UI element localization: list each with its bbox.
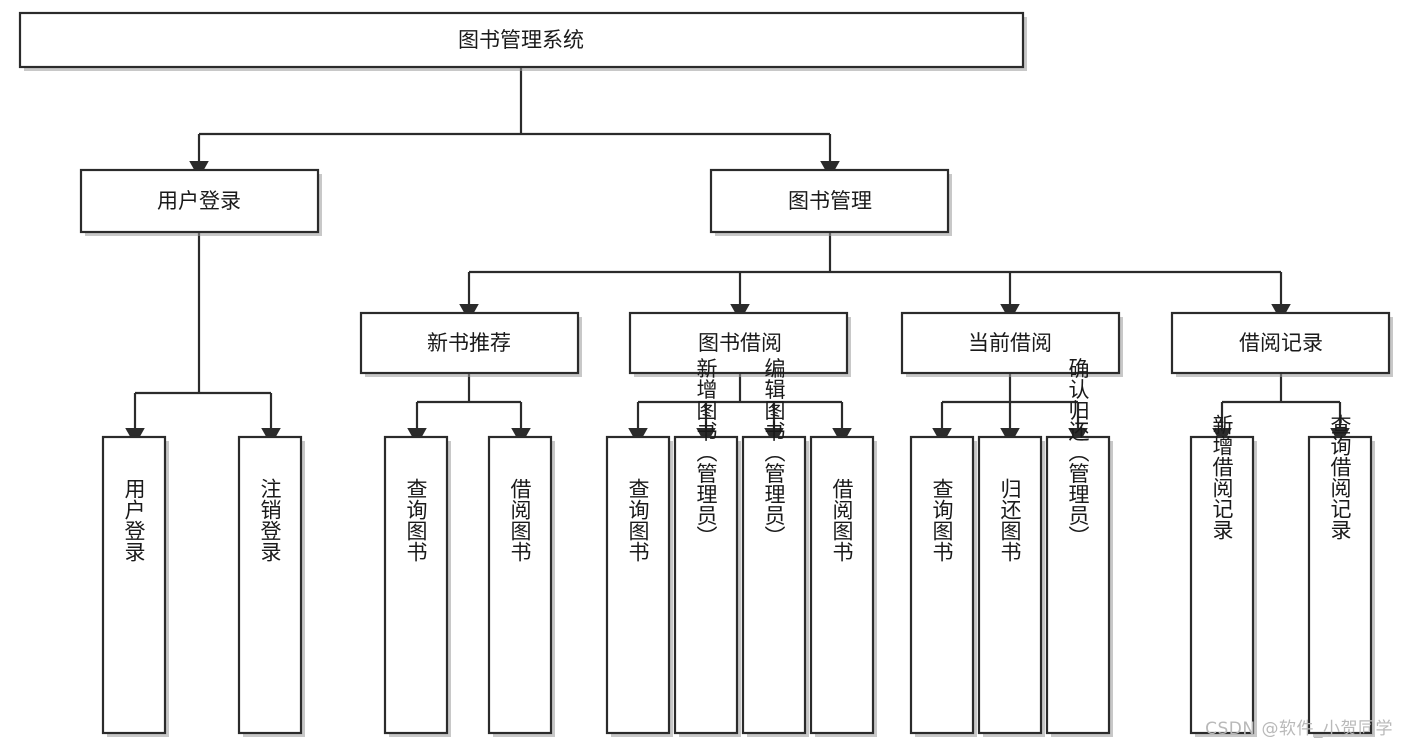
node-leaf-logout-login[interactable]: 注销登录	[237, 435, 305, 737]
node-current-borrow[interactable]: 当前借阅	[900, 311, 1123, 377]
node-leaf-edit-book-box	[741, 435, 807, 735]
node-leaf-edit-book[interactable]: 编辑图书（管理员）	[741, 358, 809, 738]
node-leaf-add-book-label: 新增图书（管理员）	[694, 358, 718, 547]
node-leaf-add-record-label: 新增借阅记录	[1210, 414, 1234, 540]
node-user-login-box	[79, 168, 320, 234]
node-leaf-confirm-return-box	[1045, 435, 1111, 735]
node-leaf-return-book-box	[977, 435, 1043, 735]
node-leaf-confirm-return[interactable]: 确认归还（管理员）	[1045, 358, 1113, 738]
node-book-manage-box	[709, 168, 950, 234]
node-borrow-record[interactable]: 借阅记录	[1170, 311, 1393, 377]
node-leaf-borrow-book-1[interactable]: 借阅图书	[487, 435, 555, 737]
node-leaf-query-record[interactable]: 查询借阅记录	[1307, 414, 1375, 737]
node-leaf-query-record-label: 查询借阅记录	[1328, 414, 1352, 540]
node-leaf-user-login[interactable]: 用户登录	[101, 435, 169, 737]
node-leaf-borrow-book-1-box	[487, 435, 553, 735]
node-current-borrow-label: 当前借阅	[968, 331, 1052, 355]
node-leaf-query-book-3-label: 查询图书	[930, 478, 954, 562]
node-leaf-query-book-1-box	[383, 435, 449, 735]
node-leaf-logout-login-label: 注销登录	[258, 478, 282, 562]
node-leaf-borrow-book-2-label: 借阅图书	[830, 478, 854, 562]
node-leaf-confirm-return-label: 确认归还（管理员）	[1066, 358, 1090, 547]
node-leaf-query-book-1[interactable]: 查询图书	[383, 435, 451, 737]
node-new-book-recommend-box	[359, 311, 580, 375]
node-leaf-user-login-box	[101, 435, 167, 735]
node-new-book-recommend-label: 新书推荐	[427, 331, 511, 355]
node-leaf-query-book-2-label: 查询图书	[626, 478, 650, 562]
node-leaf-query-book-2[interactable]: 查询图书	[605, 435, 673, 737]
node-leaf-query-record-box	[1307, 435, 1373, 735]
connector-group	[125, 67, 1350, 446]
node-leaf-query-book-2-box	[605, 435, 671, 735]
node-borrow-record-box	[1170, 311, 1391, 375]
node-leaf-add-record-box	[1189, 435, 1255, 735]
node-current-borrow-box	[900, 311, 1121, 375]
node-leaf-return-book-label: 归还图书	[998, 478, 1022, 562]
csdn-watermark: CSDN @软件_小贺同学	[1205, 719, 1393, 739]
node-leaf-add-book[interactable]: 新增图书（管理员）	[673, 358, 741, 738]
node-leaf-query-book-1-label: 查询图书	[404, 478, 428, 562]
node-leaf-logout-login-box	[237, 435, 303, 735]
node-leaf-query-book-3[interactable]: 查询图书	[909, 435, 977, 737]
node-leaf-return-book[interactable]: 归还图书	[977, 435, 1045, 737]
node-leaf-borrow-book-2[interactable]: 借阅图书	[809, 435, 877, 737]
node-root-box	[18, 11, 1025, 69]
node-leaf-add-record[interactable]: 新增借阅记录	[1189, 414, 1257, 737]
node-root[interactable]: 图书管理系统	[18, 11, 1027, 71]
node-book-manage[interactable]: 图书管理	[709, 168, 952, 236]
node-user-login[interactable]: 用户登录	[79, 168, 322, 236]
node-book-borrow-box	[628, 311, 849, 375]
node-new-book-recommend[interactable]: 新书推荐	[359, 311, 582, 377]
node-user-login-label: 用户登录	[157, 189, 241, 213]
node-book-borrow[interactable]: 图书借阅	[628, 311, 851, 377]
node-leaf-user-login-label: 用户登录	[122, 478, 146, 562]
node-book-borrow-label: 图书借阅	[698, 331, 782, 355]
node-borrow-record-label: 借阅记录	[1239, 331, 1323, 355]
node-leaf-edit-book-label: 编辑图书（管理员）	[762, 358, 786, 547]
node-leaf-query-book-3-box	[909, 435, 975, 735]
node-book-manage-label: 图书管理	[788, 189, 872, 213]
node-leaf-add-book-box	[673, 435, 739, 735]
node-leaf-borrow-book-2-box	[809, 435, 875, 735]
node-root-label: 图书管理系统	[458, 28, 584, 52]
node-leaf-borrow-book-1-label: 借阅图书	[508, 478, 532, 562]
